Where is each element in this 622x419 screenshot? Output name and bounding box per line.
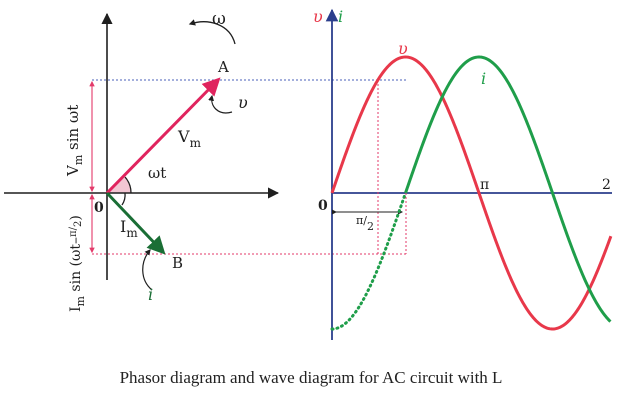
phasor-origin-label: 0	[94, 200, 104, 216]
phase-shift-label: π/2	[356, 214, 374, 233]
im-label: Im	[120, 217, 138, 240]
curve-v-label: υ	[398, 39, 408, 58]
pi-tick-label: π	[480, 177, 489, 193]
omega-rotation-arrow	[188, 19, 236, 45]
current-curve-dotted	[330, 192, 407, 331]
phasor-diagram: ω A υ Vm ωt 0 Im B i Vm sin ωt Im sin (ω…	[4, 9, 408, 312]
vm-phasor-arrow	[105, 77, 221, 195]
figure-caption: Phasor diagram and wave diagram for AC c…	[119, 368, 503, 387]
angle-arc-lower	[121, 192, 126, 206]
phasor-i-label: i	[148, 285, 153, 304]
point-b-label: B	[172, 254, 183, 272]
wave-axis-i-label: i	[338, 7, 343, 26]
current-curve	[404, 55, 612, 323]
wave-origin-label: 0	[318, 198, 328, 214]
voltage-curve	[330, 55, 613, 331]
vm-label: Vm	[177, 127, 202, 150]
vm-sin-label: Vm sin ωt	[64, 105, 85, 177]
i-callout-arrow	[142, 249, 153, 291]
omega-t-label: ωt	[148, 164, 166, 182]
v-callout-arrow	[208, 94, 233, 114]
phasor-v-label: υ	[238, 93, 248, 112]
two-pi-tick-label: 2	[602, 177, 611, 193]
point-a-label: A	[217, 58, 229, 76]
curve-i-label: i	[481, 69, 486, 88]
im-sin-label: Im sin (ωt–π/2)	[68, 215, 87, 312]
wave-diagram: υ i υ i 0 π 2 π/2	[313, 7, 613, 340]
im-phasor-arrow	[105, 191, 166, 255]
wave-axis-v-label: υ	[313, 7, 323, 26]
omega-label: ω	[212, 9, 226, 29]
